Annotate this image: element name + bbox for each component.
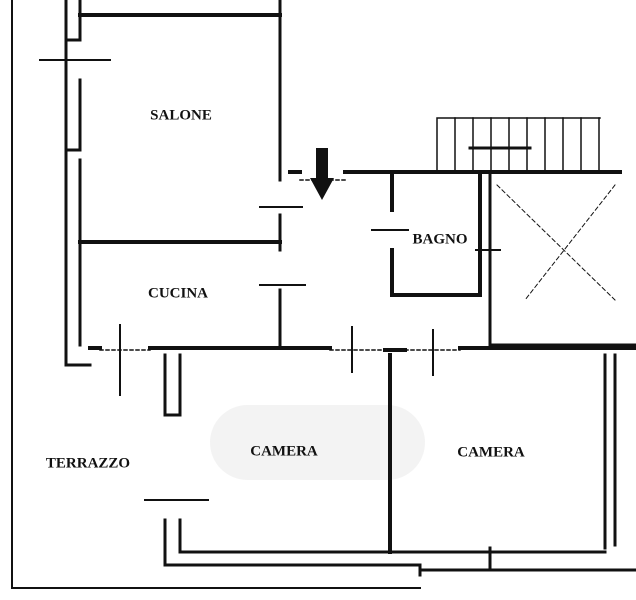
room-label-camera-2: CAMERA — [457, 444, 525, 461]
wall-stairwell — [488, 173, 636, 347]
entrance-arrow-icon — [310, 148, 334, 200]
room-label-salone: SALONE — [150, 107, 212, 124]
wall-camera-right — [603, 353, 617, 550]
openings — [39, 59, 501, 501]
wall-left-outer — [64, 0, 92, 367]
room-label-terrazzo: TERRAZZO — [45, 455, 131, 472]
stairs — [436, 117, 601, 171]
room-label-bagno: BAGNO — [412, 231, 468, 248]
room-label-cucina: CUCINA — [148, 285, 208, 302]
wall-camera-left — [163, 353, 182, 557]
room-label-camera-1: CAMERA — [250, 443, 318, 460]
wall-camere-top — [158, 346, 636, 352]
stairwell-x — [496, 184, 616, 301]
terrace-outline — [11, 0, 421, 589]
